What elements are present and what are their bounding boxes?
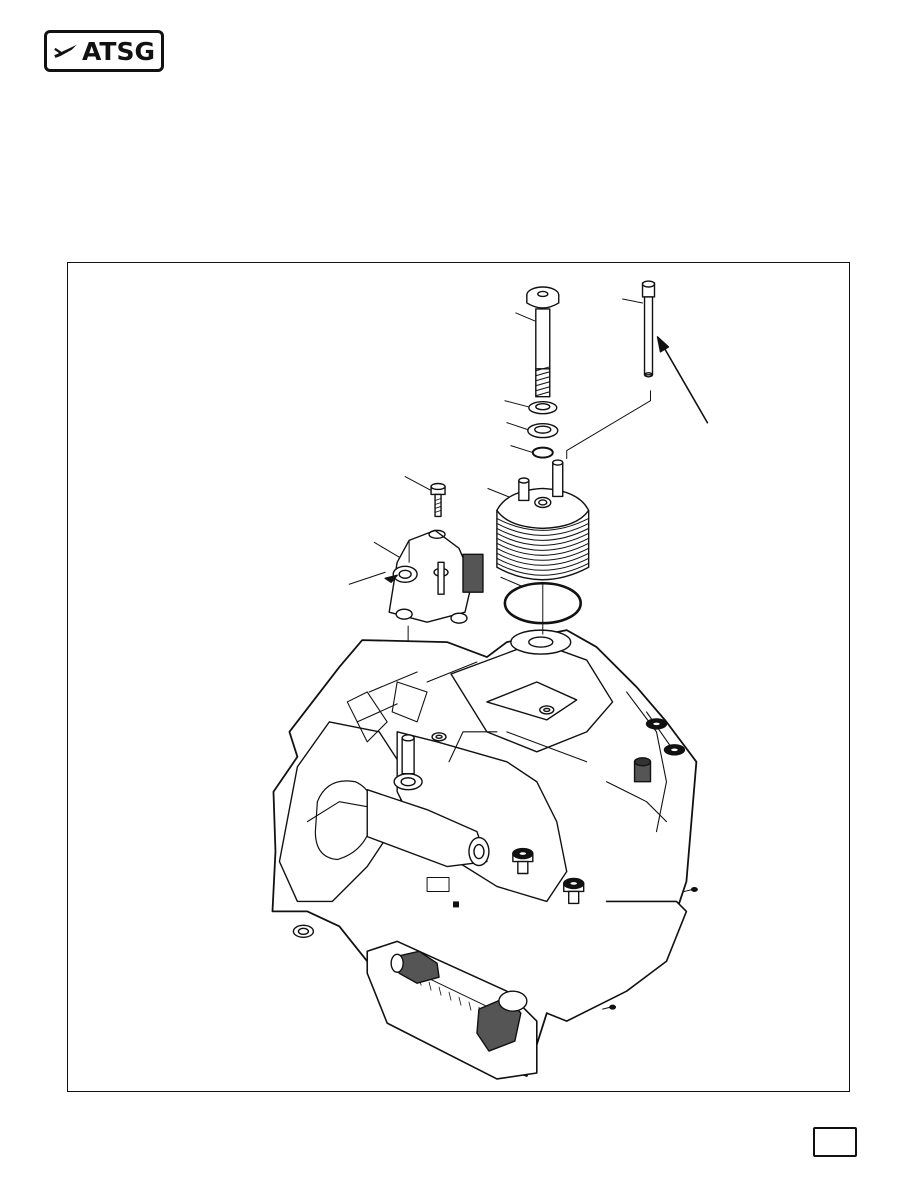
o-ring-large [503,581,582,625]
transmission-housing [271,621,698,1080]
long-bolt [526,286,560,398]
figure-frame [67,262,850,1092]
guide-pin [641,280,656,378]
transmission-exploded-diagram [271,280,709,1080]
washer-1 [528,401,558,415]
atsg-logo: ATSG [44,30,164,72]
speed-sensor-connector [390,950,440,984]
atsg-wing-icon [54,44,77,58]
o-ring-small [531,446,554,459]
sensor-bolt [430,482,446,518]
range-sensor [384,529,484,624]
washer-2 [527,422,559,439]
housing-bolts [292,705,686,939]
filter-plug [633,757,652,783]
pointer-arrow [656,336,709,424]
solenoid-connector [476,990,528,1052]
page-number-box [813,1127,857,1157]
oil-cooler [496,459,590,581]
logo-text: ATSG [82,36,155,66]
leader-lines [348,298,644,587]
